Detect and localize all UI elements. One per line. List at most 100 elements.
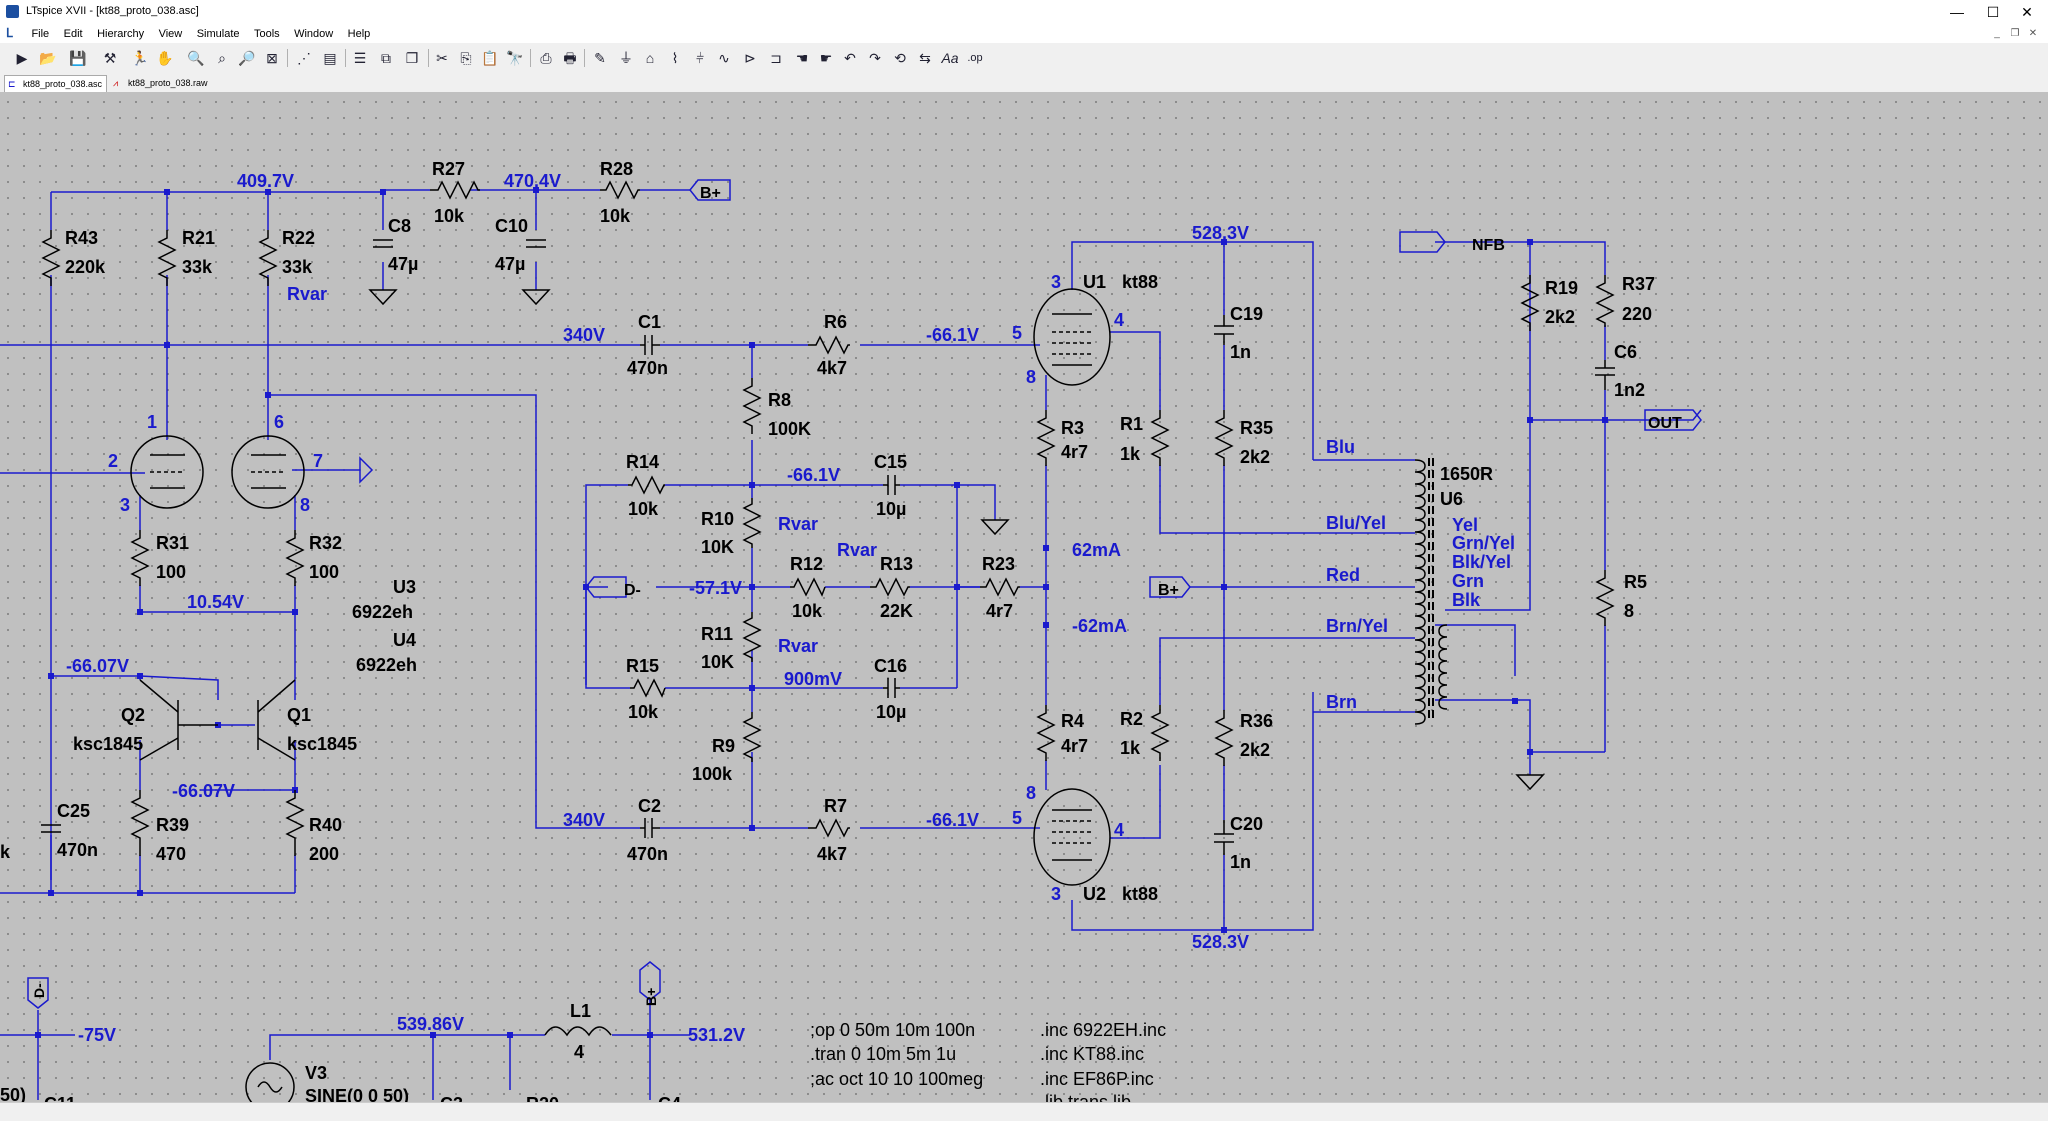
c16-symbol [883, 678, 900, 698]
r11-rvar: Rvar [778, 636, 818, 656]
net-voltage-labels: 409.7V 470.4V 340V 340V -66.1V -66.1V -6… [66, 171, 1249, 1045]
horizontal-scrollbar[interactable] [0, 1102, 2048, 1121]
u4-pin: 8 [300, 495, 310, 515]
capacitor-icon[interactable]: ⫩ [695, 50, 705, 66]
r12-symbol [790, 577, 826, 597]
minimize-button[interactable]: — [1950, 4, 1964, 20]
copy-icon[interactable]: ⎘ [460, 50, 472, 66]
r4-ref: R4 [1061, 711, 1084, 731]
menu-simulate[interactable]: Simulate [196, 28, 240, 40]
menu-edit[interactable]: Edit [63, 28, 83, 40]
menu-tools[interactable]: Tools [253, 28, 280, 40]
c25-value: 470n [57, 840, 98, 860]
r31-symbol [130, 530, 150, 586]
u2-pin: 8 [1026, 783, 1036, 803]
halt-icon[interactable]: ✋ [156, 50, 174, 66]
r7-symbol [808, 818, 850, 838]
control-panel-icon[interactable]: ⚒ [103, 50, 117, 66]
menu-file[interactable]: File [31, 28, 50, 40]
tile-horizontal-icon[interactable]: ☰ [353, 50, 367, 66]
save-icon[interactable]: 💾 [69, 50, 87, 66]
window-title: LTspice XVII - [kt88_proto_038.asc] [26, 5, 199, 17]
move-hand-icon[interactable]: ☚ [795, 50, 809, 66]
out-flag-shape [1645, 409, 1702, 421]
label-net-icon[interactable]: ⌂ [645, 50, 655, 66]
c1-value: 470n [627, 358, 668, 378]
r7-ref: R7 [824, 796, 847, 816]
run-icon[interactable]: 🏃 [131, 50, 149, 66]
menu-window[interactable]: Window [294, 28, 334, 40]
r40-symbol [285, 790, 305, 856]
r10-value: 10K [701, 537, 734, 557]
maximize-button[interactable]: ☐ [1986, 4, 2000, 20]
mdi-restore-button[interactable]: ❐ [2010, 28, 2020, 39]
redo-icon[interactable]: ↷ [869, 50, 881, 66]
q1-ref: Q1 [287, 705, 311, 725]
ltspice-menu-icon[interactable]: ᒪ [6, 26, 13, 40]
tab-schematic[interactable]: ⊏ kt88_proto_038.asc [4, 75, 108, 92]
component-icon[interactable]: ⊐ [770, 50, 782, 66]
r19-ref: R19 [1545, 278, 1578, 298]
menu-help[interactable]: Help [347, 28, 371, 40]
r15-value: 10k [628, 702, 659, 722]
text-icon[interactable]: Aa [941, 50, 959, 66]
r35-symbol [1214, 410, 1234, 466]
close-button[interactable]: ✕ [2021, 4, 2033, 20]
r32-value: 100 [309, 562, 339, 582]
r35-value: 2k2 [1240, 447, 1270, 467]
tab-waveform[interactable]: ⩘ kt88_proto_038.raw [110, 75, 212, 91]
voltage-1054: 10.54V [187, 592, 244, 612]
tile-vertical-icon[interactable]: ⧉ [381, 50, 391, 66]
cascade-icon[interactable]: ❐ [405, 50, 419, 66]
r43-symbol [41, 230, 61, 286]
resistor-icon[interactable]: ⌇ [671, 50, 679, 66]
menu-view[interactable]: View [158, 28, 183, 40]
mdi-close-button[interactable]: ✕ [2028, 28, 2038, 39]
u3-triode-elements [150, 454, 185, 489]
menu-hierarchy[interactable]: Hierarchy [97, 28, 145, 40]
clipped-left-value: k [0, 842, 11, 862]
ground-icon [1515, 774, 1545, 791]
schematic-canvas[interactable]: R43 220k R21 33k R22 33k Rvar C8 47µ R27… [0, 92, 2048, 1102]
new-schematic-icon[interactable]: ▶ [16, 50, 28, 66]
wire-icon[interactable]: ✎ [594, 50, 606, 66]
rotate-icon[interactable]: ⟲ [894, 50, 906, 66]
mdi-minimize-button[interactable]: _ [1994, 28, 2000, 39]
find-icon[interactable]: 🔭 [506, 50, 524, 66]
zoom-out-icon[interactable]: 🔎 [238, 50, 256, 66]
r3-symbol [1036, 410, 1056, 466]
mirror-icon[interactable]: ⇆ [919, 50, 931, 66]
directive-tran: .tran 0 10m 5m 1u [810, 1044, 956, 1064]
r32-ref: R32 [309, 533, 342, 553]
inductor-icon[interactable]: ∿ [718, 50, 730, 66]
voltage-409: 409.7V [237, 171, 294, 191]
r2-value: 1k [1120, 738, 1141, 758]
voltage-340-bottom: 340V [563, 810, 605, 830]
diode-icon[interactable]: ⊳ [744, 50, 756, 66]
bplus-mid-label: B+ [1158, 582, 1179, 599]
print-icon[interactable]: 🖶 [563, 50, 577, 66]
new-plot-pane-icon[interactable]: ▤ [323, 50, 337, 66]
autorange-icon[interactable]: ⋰ [297, 50, 311, 66]
l1-symbol [544, 1026, 612, 1037]
zoom-in-icon[interactable]: 🔍 [187, 50, 205, 66]
ground-icon[interactable]: ⏚ [619, 50, 633, 66]
voltage-470: 470.4V [504, 171, 561, 191]
toolbar: ▶ 📂 💾 ⚒ 🏃 ✋ 🔍 ⌕ 🔎 ⊠ ⋰ ▤ ☰ ⧉ ❐ ✂ ⎘ 📋 🔭 ⎙ … [0, 43, 2048, 74]
cut-icon[interactable]: ✂ [436, 50, 448, 66]
r13-value: 22K [880, 601, 913, 621]
r36-ref: R36 [1240, 711, 1273, 731]
c3-ref: C3 [440, 1094, 463, 1102]
open-icon[interactable]: 📂 [39, 50, 57, 66]
paste-icon[interactable]: 📋 [481, 50, 499, 66]
print-preview-icon[interactable]: ⎙ [540, 50, 552, 66]
sec-grn: Grn [1452, 571, 1484, 591]
dminus-label: D- [624, 582, 641, 599]
u1-pentode-elements [1052, 313, 1092, 366]
zoom-fit-icon[interactable]: ⊠ [266, 50, 278, 66]
r37-ref: R37 [1622, 274, 1655, 294]
drag-hand-icon[interactable]: ☛ [819, 50, 833, 66]
zoom-pan-icon[interactable]: ⌕ [218, 50, 226, 66]
spice-directive-icon[interactable]: .op [967, 52, 983, 64]
undo-icon[interactable]: ↶ [844, 50, 856, 66]
